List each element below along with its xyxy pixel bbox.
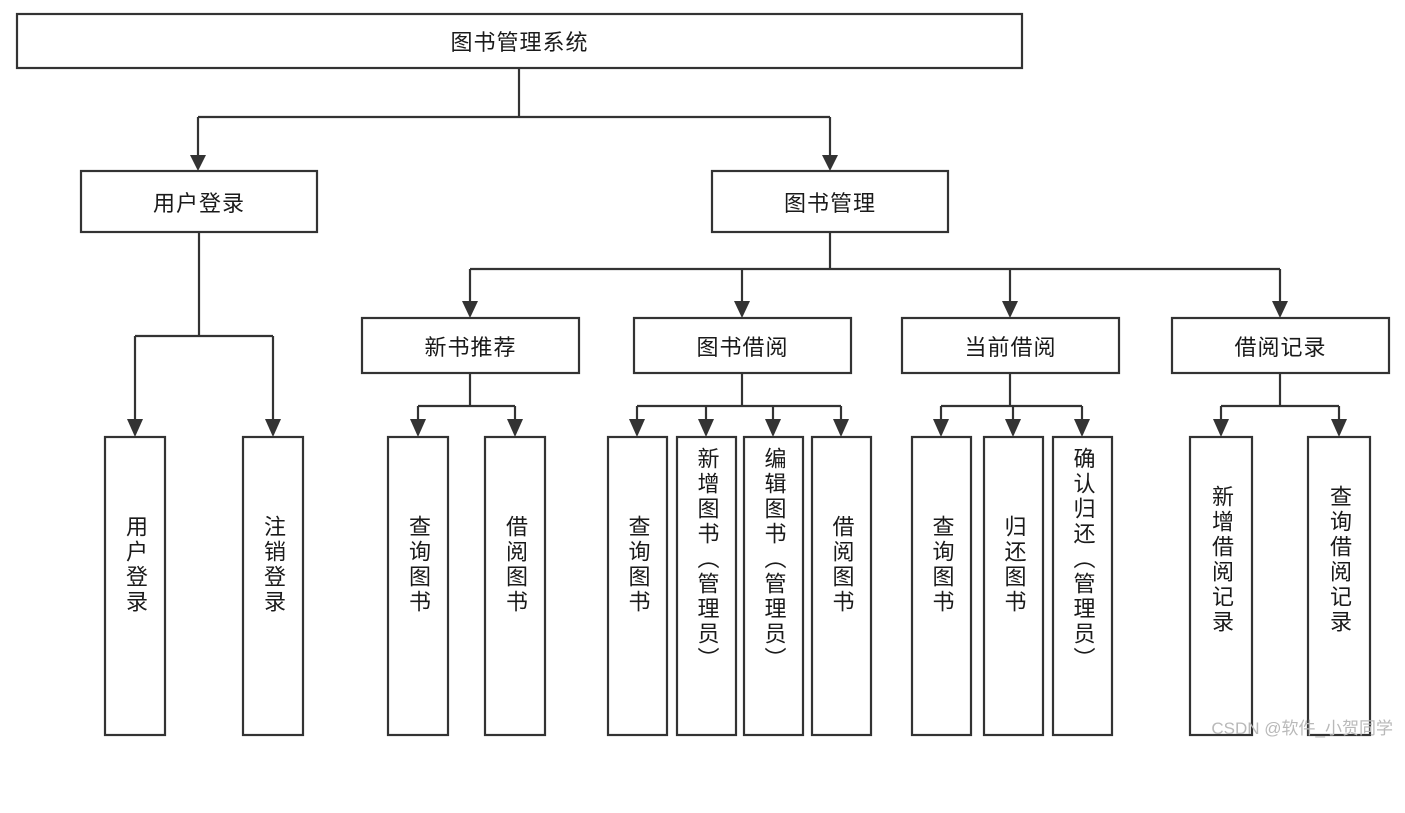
- node-box-book-management[interactable]: [710, 169, 950, 234]
- node-box-user-login[interactable]: [79, 169, 319, 234]
- leaf-box-user-login-1[interactable]: [103, 435, 167, 737]
- leaf-box-book-borrow-3[interactable]: [742, 435, 805, 737]
- leaf-box-borrow-record-1[interactable]: [1188, 435, 1254, 737]
- leaf-box-user-login-2[interactable]: [241, 435, 305, 737]
- flowchart-diagram: 图书管理系统 用户登录 图书管理 新书推荐 图书借阅 当前借阅 借阅记录 用户登…: [15, 12, 1393, 738]
- node-box-book-borrow[interactable]: [632, 316, 853, 375]
- connector-bookmgmt-to-level3: [462, 232, 1288, 318]
- connector-newbook-to-leaves: [410, 373, 523, 437]
- connector-bookborrow-to-leaves: [629, 373, 849, 437]
- leaf-box-current-borrow-2[interactable]: [982, 435, 1045, 737]
- connector-root-to-level2: [190, 68, 838, 171]
- node-box-borrow-record[interactable]: [1170, 316, 1391, 375]
- node-box-root[interactable]: [15, 12, 1024, 70]
- leaf-box-current-borrow-1[interactable]: [910, 435, 973, 737]
- leaf-box-current-borrow-3[interactable]: [1051, 435, 1114, 737]
- flowchart-canvas: [15, 12, 1391, 737]
- node-box-current-borrow[interactable]: [900, 316, 1121, 375]
- leaf-box-new-book-1[interactable]: [386, 435, 450, 737]
- leaf-box-book-borrow-1[interactable]: [606, 435, 669, 737]
- connector-currentborrow-to-leaves: [933, 373, 1090, 437]
- node-box-new-book-recommend[interactable]: [360, 316, 581, 375]
- leaf-box-book-borrow-4[interactable]: [810, 435, 873, 737]
- connector-userlogin-to-leaves: [127, 232, 281, 437]
- leaf-box-new-book-2[interactable]: [483, 435, 547, 737]
- leaf-box-book-borrow-2[interactable]: [675, 435, 738, 737]
- connector-borrowrecord-to-leaves: [1213, 373, 1347, 437]
- leaf-box-borrow-record-2[interactable]: [1306, 435, 1372, 737]
